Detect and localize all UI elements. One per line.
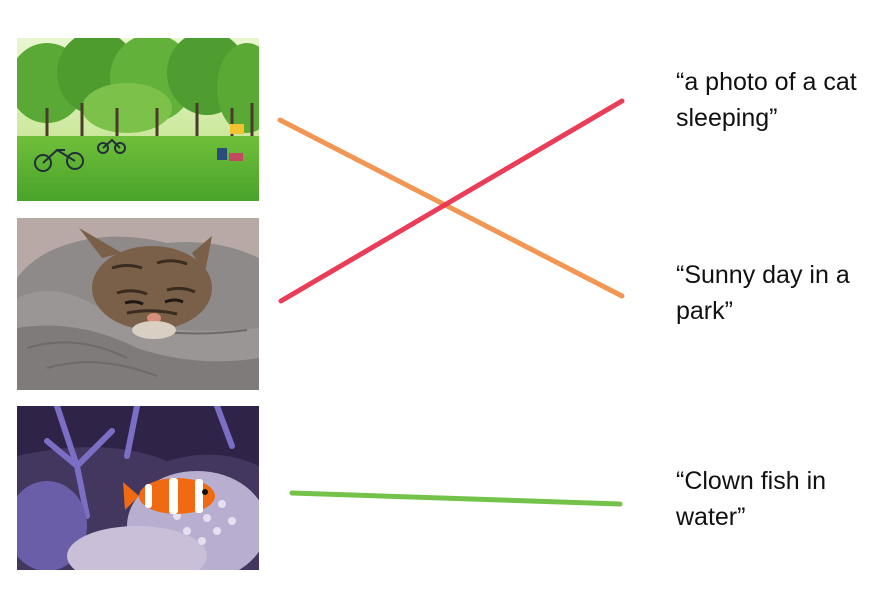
caption-clown-fish: “Clown fish in water” (676, 467, 827, 531)
clownfish-image (17, 406, 259, 570)
cat-image (17, 218, 259, 390)
caption-sunny-day-park: “Sunny day in a park” (676, 261, 850, 325)
connection-line-park-to-sunny-day (277, 117, 625, 299)
caption-cat-sleeping: “a photo of a cat sleeping” (676, 68, 857, 132)
park-image (17, 38, 259, 201)
connection-line-cat-to-cat-sleeping (278, 98, 625, 304)
connection-line-fish-to-clown-fish (289, 490, 623, 507)
